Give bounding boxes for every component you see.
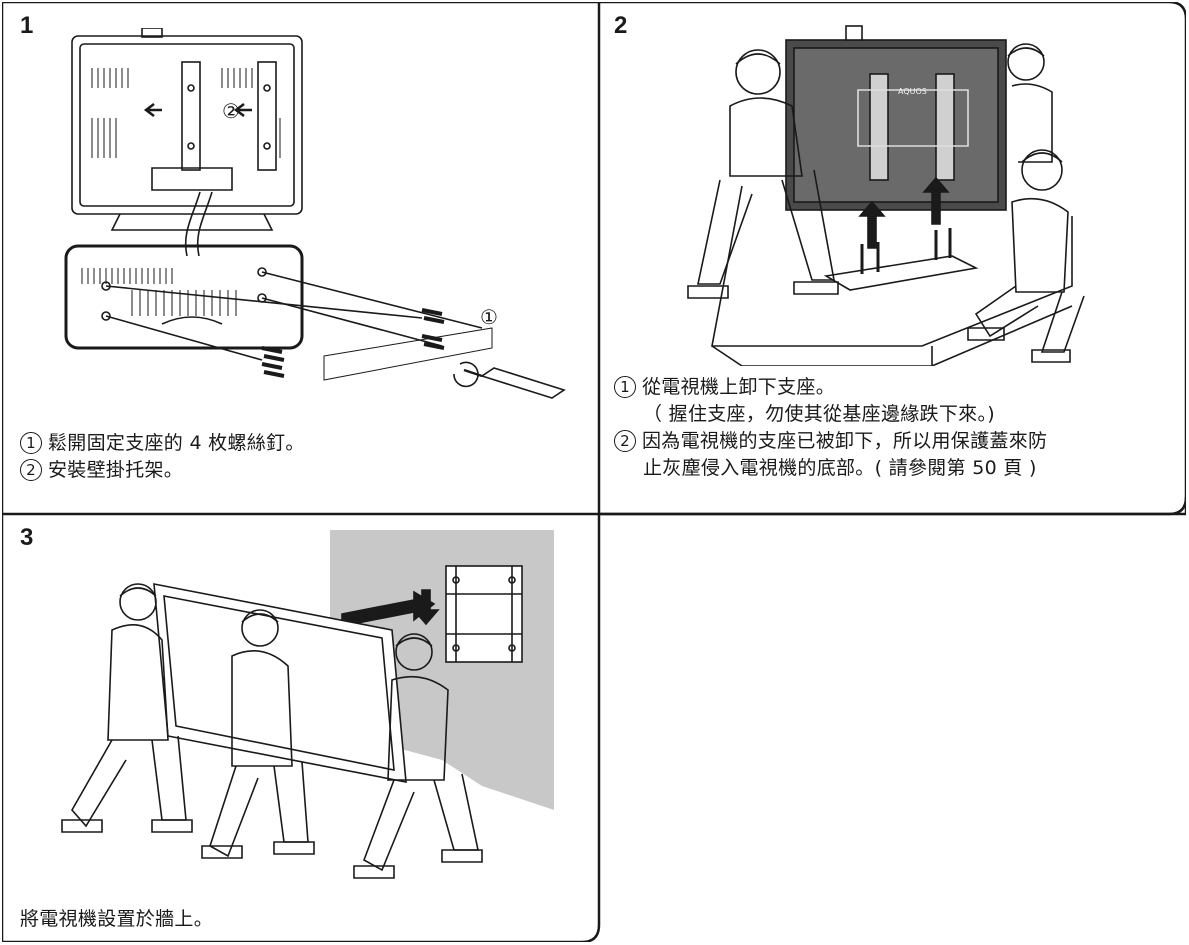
wall-bracket bbox=[445, 565, 523, 663]
worker-right bbox=[967, 149, 1085, 363]
base-block bbox=[711, 185, 1073, 347]
step-3-illustration bbox=[61, 530, 554, 879]
tv-panel bbox=[785, 25, 1007, 211]
step-1-item-1: 1 鬆開固定支座的 4 枚螺絲釘。 bbox=[20, 430, 305, 457]
base-block-side bbox=[711, 305, 1073, 366]
worker-3 bbox=[353, 633, 483, 879]
worker-left bbox=[687, 49, 839, 299]
item-text: 因為電視機的支座已被卸下，所以用保護蓋來防 bbox=[642, 430, 1048, 452]
worker-back bbox=[1007, 43, 1053, 163]
step-2-item-1-note: （ 握住支座，勿使其從基座邊緣跌下來。) bbox=[643, 403, 995, 425]
item-text: 從電視機上卸下支座。 bbox=[642, 376, 836, 398]
lift-arrow-right bbox=[922, 176, 950, 225]
screw-callout: ① bbox=[480, 305, 498, 329]
marker-1: 1 bbox=[20, 432, 42, 454]
drop-arrow bbox=[412, 589, 440, 626]
step-1-illustration: ② ① bbox=[64, 28, 566, 399]
lift-arrow-left bbox=[858, 200, 886, 249]
step-3-number: 3 bbox=[20, 524, 34, 551]
worker-1 bbox=[61, 583, 193, 833]
worker-2 bbox=[201, 609, 315, 859]
step-1-caption: 1 鬆開固定支座的 4 枚螺絲釘。 2 安裝壁掛托架。 bbox=[20, 430, 305, 484]
item-text: 鬆開固定支座的 4 枚螺絲釘。 bbox=[48, 432, 305, 454]
tv-back-view bbox=[71, 28, 303, 257]
bracket-callout: ② bbox=[222, 99, 240, 123]
step-2-caption: 1 從電視機上卸下支座。 （ 握住支座，勿使其從基座邊緣跌下來。) 2 因為電視… bbox=[614, 374, 1047, 482]
stand-base bbox=[823, 255, 979, 291]
tv-screen bbox=[153, 583, 407, 783]
stand-detail-view bbox=[64, 244, 566, 399]
step-2-item-2: 2 因為電視機的支座已被卸下，所以用保護蓋來防 bbox=[614, 428, 1047, 455]
step-2-item-1: 1 從電視機上卸下支座。 bbox=[614, 374, 1047, 401]
step-2-number: 2 bbox=[614, 12, 628, 39]
marker-2: 2 bbox=[614, 430, 636, 452]
marker-1: 1 bbox=[614, 376, 636, 398]
step-1-item-2: 2 安裝壁掛托架。 bbox=[20, 457, 305, 484]
step-1-number: 1 bbox=[20, 12, 34, 39]
marker-2: 2 bbox=[20, 459, 42, 481]
step-3-caption: 將電視機設置於牆上。 bbox=[20, 908, 214, 930]
step-2-illustration: AQUOS bbox=[687, 25, 1085, 366]
brand-text: AQUOS bbox=[898, 87, 927, 96]
step-2-item-2-note: 止灰塵侵入電視機的底部。( 請參閱第 50 頁 ) bbox=[643, 457, 1037, 479]
item-text: 安裝壁掛托架。 bbox=[48, 459, 184, 481]
